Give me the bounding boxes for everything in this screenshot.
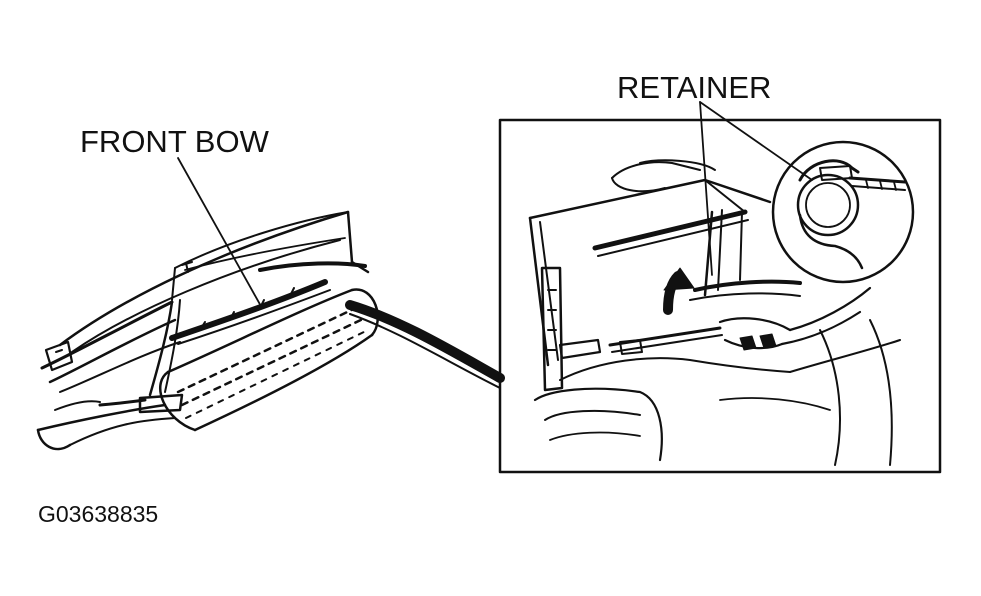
detail-box bbox=[498, 118, 942, 474]
leader-lines bbox=[177, 101, 813, 309]
front-bow-label: FRONT BOW bbox=[80, 124, 269, 159]
detail-connector bbox=[345, 300, 505, 389]
figure-id-label: G03638835 bbox=[38, 501, 159, 527]
retainer-leader-to-rail bbox=[699, 101, 713, 276]
convertible-top-assembly bbox=[36, 210, 379, 451]
detail-scene bbox=[528, 159, 901, 466]
retainer-leader-to-inset bbox=[699, 101, 813, 181]
retainer-label: RETAINER bbox=[617, 70, 772, 105]
front-bow-leader bbox=[177, 157, 263, 309]
retainer-detail-inset bbox=[771, 140, 915, 284]
